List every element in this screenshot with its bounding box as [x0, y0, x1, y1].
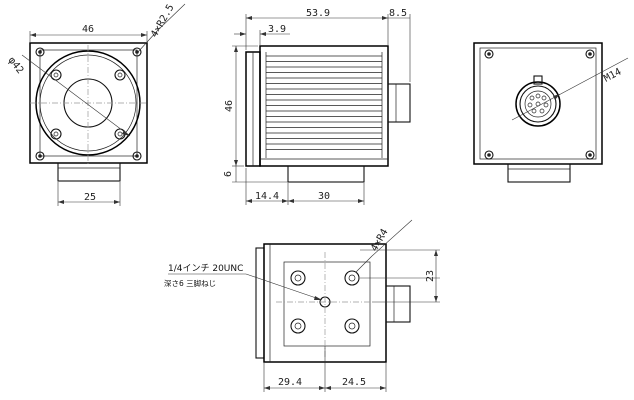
- side-view: 53.9 8.5 3.9 46 6 14.4 30: [223, 8, 411, 205]
- front-corner-holes: [35, 47, 142, 161]
- side-connector: [387, 83, 411, 123]
- bottom-dim-spacing-v: 23: [425, 270, 436, 282]
- rear-corner-holes: [484, 49, 595, 160]
- bottom-dim-offset: 29.4: [278, 377, 302, 388]
- side-dim-flange: 3.9: [268, 24, 286, 35]
- side-dim-height: 46: [224, 100, 235, 112]
- side-dim-length: 53.9: [306, 8, 330, 19]
- side-dim-connector: 8.5: [389, 8, 407, 19]
- front-dim-diameter: φ42: [6, 55, 26, 76]
- front-dim-hole: 4×R2.5: [149, 3, 177, 40]
- rear-connector: [515, 75, 561, 127]
- front-mount-block: [57, 162, 121, 182]
- rear-view: M14: [473, 42, 629, 183]
- side-cooling-fins: [265, 52, 383, 158]
- bottom-flange: [255, 247, 265, 359]
- bottom-dim-spacing-h: 24.5: [342, 377, 366, 388]
- side-base-block: [287, 165, 365, 183]
- side-dim-base-offset: 14.4: [255, 191, 279, 202]
- bottom-mount-plate: [283, 261, 371, 347]
- bottom-dim-holes: 4×R4: [369, 227, 391, 253]
- bottom-mount-holes: [290, 270, 360, 334]
- bottom-thread-depth-label: 深さ6 三脚ねじ: [164, 278, 216, 288]
- side-dim-base-width: 30: [318, 191, 330, 202]
- side-body: [259, 45, 389, 167]
- bottom-view: 4×R4 23 1/4インチ 20UNC 深さ6 三脚ねじ 29.4 24.5: [164, 219, 440, 392]
- front-dim-width: 46: [82, 24, 94, 35]
- side-dim-base: 6: [223, 171, 234, 177]
- rear-dim-connector: M14: [602, 66, 623, 84]
- rear-mount-block: [507, 163, 571, 183]
- rear-body: [473, 42, 603, 165]
- front-lens-ring-inner: [39, 54, 137, 152]
- bottom-connector: [385, 285, 411, 323]
- bottom-thread-label: 1/4インチ 20UNC: [168, 263, 243, 274]
- front-view: 46 4×R2.5 φ42 25: [6, 3, 186, 206]
- front-dim-bottom: 25: [84, 192, 96, 203]
